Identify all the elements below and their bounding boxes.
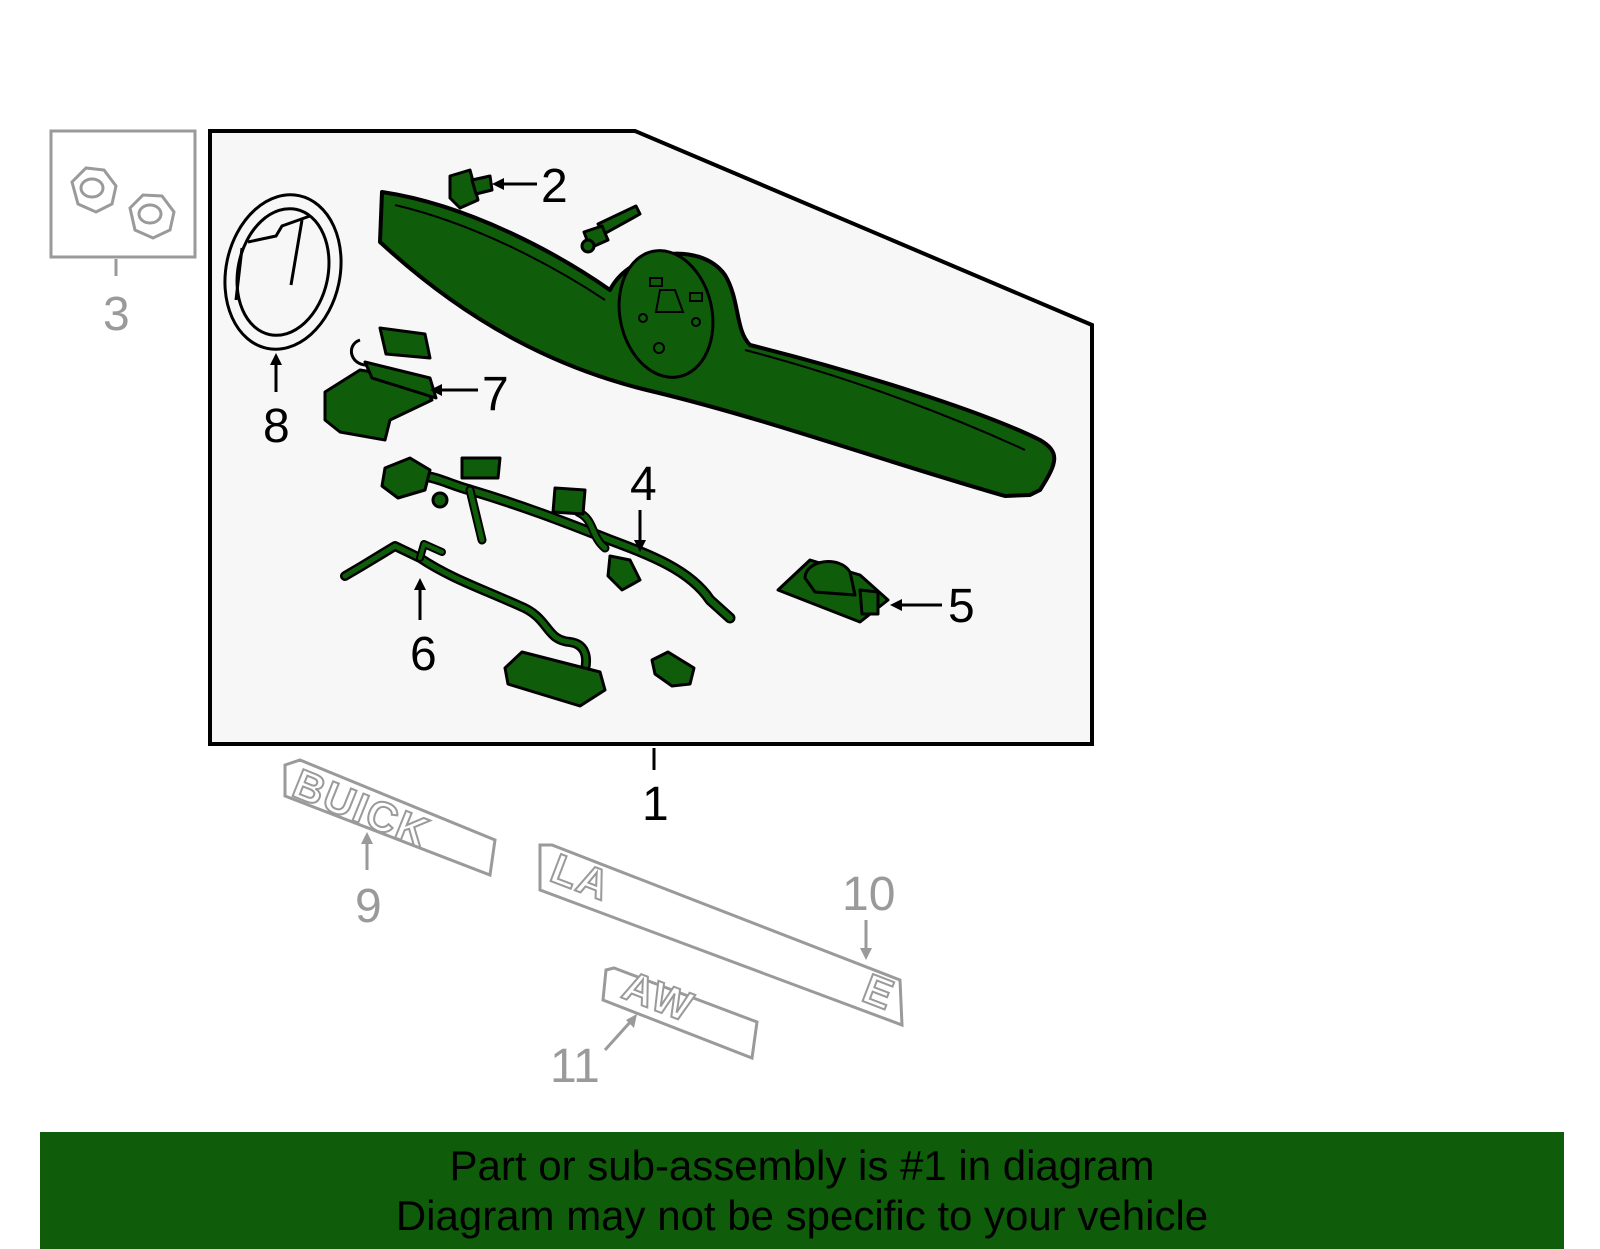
- banner-line-disclaimer: Diagram may not be specific to your vehi…: [395, 1191, 1209, 1239]
- callout-7: 7: [482, 368, 509, 421]
- callout-10: 10: [842, 868, 895, 921]
- buick-emblem-text: BUICK: [287, 760, 437, 857]
- callout-1: 1: [642, 778, 669, 831]
- nut-icon: [128, 193, 176, 240]
- nut-icon: [70, 166, 118, 214]
- part-6-wire-lamp[interactable]: [340, 540, 696, 708]
- part-8-emblem-lens[interactable]: [211, 184, 355, 360]
- part-11-aw-emblem[interactable]: AW: [601, 961, 759, 1061]
- callout-2: 2: [541, 160, 568, 213]
- part-2-clip[interactable]: [448, 168, 494, 210]
- callout-6: 6: [410, 628, 437, 681]
- info-banner: Part or sub-assembly is #1 in diagram Di…: [40, 1132, 1564, 1249]
- bolt[interactable]: [580, 204, 642, 254]
- part-3-nuts[interactable]: [49, 129, 197, 276]
- callout-8: 8: [263, 400, 290, 453]
- part-4-wiring-harness[interactable]: [380, 456, 736, 624]
- callout-11: 11: [550, 1040, 600, 1093]
- part-9-buick-emblem[interactable]: BUICK: [283, 758, 497, 878]
- part-7-camera-switch[interactable]: [323, 326, 438, 442]
- callout-3: 3: [103, 288, 130, 341]
- callout-5: 5: [948, 580, 975, 633]
- callout-9: 9: [355, 880, 382, 933]
- part-5-license-lamp[interactable]: [776, 558, 890, 624]
- callout-4: 4: [630, 458, 657, 511]
- banner-line-assembly: Part or sub-assembly is #1 in diagram: [449, 1141, 1155, 1189]
- part-1-applique-bar[interactable]: [378, 190, 1057, 498]
- exploded-parts-diagram: BUICK LA E AW 1 2 3 4 5 6 7 8 9 10 11: [49, 129, 1094, 1093]
